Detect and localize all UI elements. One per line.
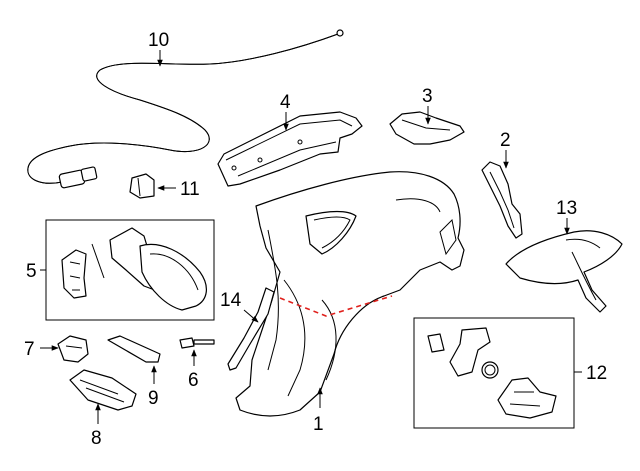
svg-text:1: 1: [313, 414, 324, 435]
svg-text:11: 11: [180, 179, 200, 200]
part-7-bracket[interactable]: [57, 335, 89, 363]
svg-text:9: 9: [148, 388, 159, 409]
callout-5: 5: [26, 261, 46, 282]
callout-9: 9: [148, 365, 159, 409]
callout-3: 3: [422, 86, 433, 125]
box-12: [413, 317, 575, 429]
part-5-fuel-door-assembly[interactable]: [61, 227, 207, 311]
callout-10: 10: [148, 30, 169, 67]
svg-text:8: 8: [91, 428, 102, 449]
svg-text:12: 12: [586, 363, 607, 384]
part-12-hinge-bracket[interactable]: [427, 327, 557, 419]
part-4-reinforcement[interactable]: [217, 111, 363, 187]
callout-12: 12: [574, 363, 607, 384]
callout-4: 4: [280, 92, 291, 131]
part-1-quarter-panel[interactable]: [235, 171, 465, 417]
part-13-liner[interactable]: [505, 230, 623, 313]
svg-text:7: 7: [24, 339, 35, 360]
svg-text:2: 2: [500, 130, 511, 151]
part-3-bracket[interactable]: [389, 111, 465, 145]
svg-text:10: 10: [148, 30, 169, 51]
callout-7: 7: [24, 339, 59, 360]
part-8-striker[interactable]: [69, 369, 137, 411]
part-6-push-pin[interactable]: [179, 337, 215, 349]
callout-13: 13: [556, 198, 577, 235]
svg-text:14: 14: [220, 290, 242, 311]
part-11-clip[interactable]: [129, 173, 155, 199]
svg-text:3: 3: [422, 86, 433, 107]
callout-1: 1: [313, 387, 324, 435]
callout-14: 14: [220, 290, 259, 323]
part-2-extension[interactable]: [481, 161, 523, 239]
cut-line: [279, 295, 393, 317]
callout-11: 11: [157, 179, 200, 200]
svg-text:5: 5: [26, 261, 37, 282]
callout-6: 6: [188, 349, 199, 391]
part-14-seal[interactable]: [227, 287, 275, 371]
svg-text:6: 6: [188, 370, 199, 391]
svg-text:13: 13: [556, 198, 577, 219]
svg-text:4: 4: [280, 92, 291, 113]
part-9-gasket[interactable]: [107, 335, 161, 363]
part-10-release-cable[interactable]: [27, 29, 344, 189]
callout-2: 2: [500, 130, 511, 169]
callout-8: 8: [91, 403, 102, 449]
